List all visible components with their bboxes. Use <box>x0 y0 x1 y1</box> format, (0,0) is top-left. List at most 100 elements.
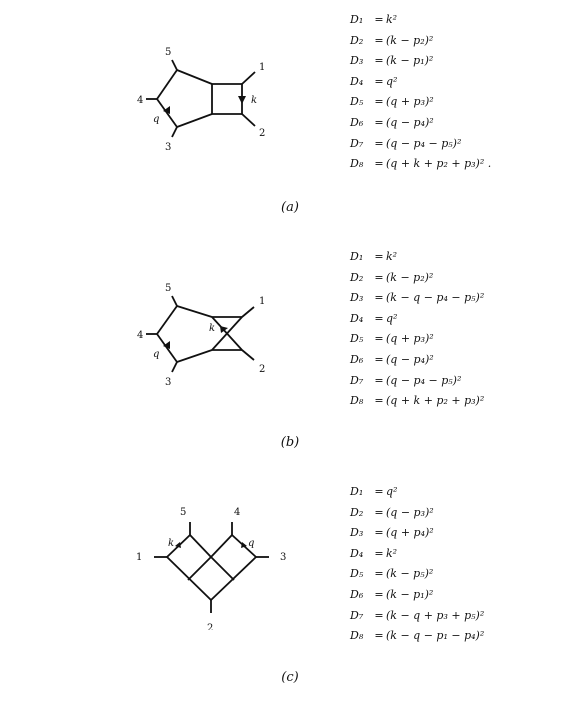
equals-sign: = <box>374 291 384 305</box>
caption-b: (b) <box>280 435 300 450</box>
edge <box>176 69 213 85</box>
equation-rhs: (k − q − p₄ − p₅)² <box>386 291 485 305</box>
arrow-k <box>238 96 246 104</box>
equation-lhs: D₃ <box>350 54 364 68</box>
label-k: k <box>251 95 257 106</box>
diagram-b-svg: 1 2 3 4 5 k q <box>137 283 265 388</box>
leg-5 <box>171 295 178 307</box>
equation-lhs: D₈ <box>350 394 364 408</box>
edge <box>176 305 213 318</box>
equals-sign: = <box>374 115 384 129</box>
label-2: 2 <box>259 128 265 139</box>
label-q: q <box>153 114 159 125</box>
equation-lhs: D₂ <box>350 505 364 519</box>
equation-rhs: (k − p₂)² <box>386 33 434 47</box>
equation-row: D₇=(q − p₄ − p₅)² <box>350 371 484 392</box>
equals-sign: = <box>374 311 384 325</box>
arrow-q <box>163 341 170 349</box>
equals-sign: = <box>374 485 384 498</box>
equation-rhs: q² <box>386 311 398 325</box>
equation-row: D₅ =(q + p₃)² <box>350 329 484 350</box>
equation-row: D₈ =(q + k + p₂ + p₃)² . <box>350 154 491 175</box>
label-5: 5 <box>165 47 171 58</box>
equation-rhs: (q + p₃)² <box>386 95 434 109</box>
equation-lhs: D₁ <box>350 485 364 498</box>
equation-row: D₇=(q − p₄ − p₅)² <box>350 134 491 155</box>
label-5: 5 <box>180 507 186 518</box>
equation-lhs: D₂ <box>350 33 364 47</box>
equation-rhs: (k − q + p₃ + p₅)² <box>386 608 485 622</box>
equation-lhs: D₃ <box>350 291 364 305</box>
equation-rhs: q² <box>386 485 398 498</box>
equation-row: D₂=(q − p₃)² <box>350 503 484 524</box>
equation-row: D₃ =(k − q − p₄ − p₅)² <box>350 288 484 309</box>
equation-rhs: (q − p₃)² <box>386 505 434 519</box>
equation-lhs: D₄ <box>350 546 364 560</box>
equation-row: D₃=(q + p₄)² <box>350 523 484 544</box>
equation-rhs: (k − p₁)² <box>386 54 434 68</box>
equation-rhs: (k − p₂)² <box>386 270 434 284</box>
equation-lhs: D₄ <box>350 74 364 88</box>
feynman-diagram-b: 1 2 3 4 5 k q <box>120 264 320 394</box>
equation-row: D₅=(q + p₃)² <box>350 92 491 113</box>
equation-lhs: D₆ <box>350 587 364 601</box>
equation-row: D₂ =(k − p₂)² <box>350 268 484 289</box>
equals-sign: = <box>374 373 384 387</box>
equals-sign: = <box>374 629 384 643</box>
label-k: k <box>209 323 215 334</box>
equation-rhs: (q − p₄)² <box>386 115 434 129</box>
equation-row: D₆=(q − p₄)² <box>350 350 484 371</box>
edge <box>156 333 178 363</box>
edge <box>210 556 235 581</box>
equation-rhs: (q − p₄)² <box>386 352 434 366</box>
label-4: 4 <box>137 95 143 106</box>
equation-row: D₈=(k − q − p₁ − p₄)² <box>350 626 484 647</box>
equals-sign: = <box>374 546 384 560</box>
label-k: k <box>168 538 174 549</box>
equals-sign: = <box>374 74 384 88</box>
equation-row: D₆=(k − p₁)² <box>350 585 484 606</box>
feynman-diagram-c: 1 3 5 4 2 k q <box>120 500 320 634</box>
equation-lhs: D₈ <box>350 157 364 171</box>
equation-row: D₂ =(k − p₂)² <box>350 31 491 52</box>
label-q: q <box>248 538 254 549</box>
equation-lhs: D₅ <box>350 332 364 346</box>
equation-rhs: (q − p₄ − p₅)² <box>386 136 462 150</box>
equation-lhs: D₈ <box>350 629 364 643</box>
equation-row: D₁ =q² <box>350 482 484 503</box>
equation-lhs: D₂ <box>350 270 364 284</box>
leg-2 <box>241 113 256 127</box>
edge <box>189 534 212 558</box>
equals-sign: = <box>374 332 384 346</box>
label-1: 1 <box>259 62 265 73</box>
equals-sign: = <box>374 608 384 622</box>
edge <box>156 69 178 100</box>
equals-sign: = <box>374 250 384 263</box>
equation-lhs: D₇ <box>350 608 364 622</box>
equals-sign: = <box>374 587 384 601</box>
equals-sign: = <box>374 567 384 581</box>
equation-rhs: k² <box>386 546 398 560</box>
equation-lhs: D₆ <box>350 115 364 129</box>
equation-row: D₃=(k − p₁)² <box>350 51 491 72</box>
equation-rhs: k² <box>386 13 398 26</box>
equation-rhs: (q + p₃)² <box>386 332 434 346</box>
arrow-k <box>220 326 228 333</box>
edge <box>211 316 243 351</box>
equation-lhs: D₄ <box>350 311 364 325</box>
equation-rhs: (q + k + p₂ + p₃)² <box>386 394 485 408</box>
equals-sign: = <box>374 136 384 150</box>
equation-rhs: (q + k + p₂ + p₃)² . <box>386 157 492 171</box>
equals-sign: = <box>374 270 384 284</box>
label-1: 1 <box>136 552 142 563</box>
equals-sign: = <box>374 157 384 171</box>
leg-2 <box>241 349 255 361</box>
leg-5 <box>171 59 178 71</box>
leg-1 <box>241 71 256 85</box>
label-1: 1 <box>259 296 265 307</box>
leg-1 <box>241 306 255 318</box>
equals-sign: = <box>374 33 384 47</box>
equation-rhs: k² <box>386 250 398 263</box>
